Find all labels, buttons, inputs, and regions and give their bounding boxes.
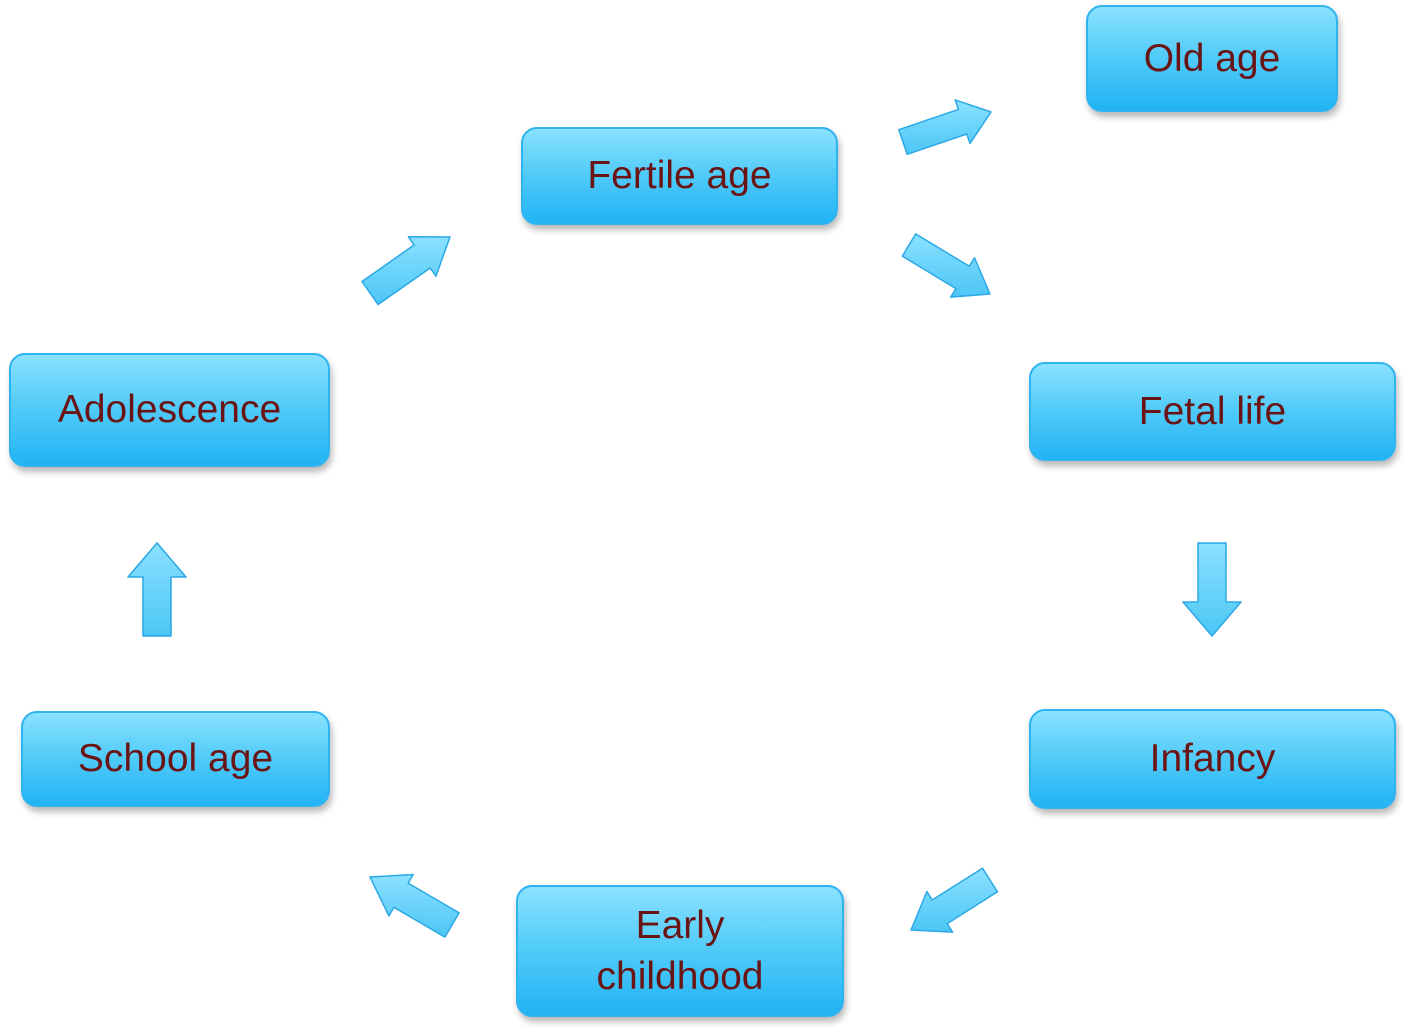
stage-label-school-age: School age bbox=[77, 737, 274, 781]
stage-box-school-age: School age bbox=[21, 711, 330, 807]
arrow-infancy-to-early-child bbox=[910, 867, 999, 933]
arrow-adolescence-to-fertile bbox=[361, 236, 451, 306]
arrow-fertile-to-fetal-life bbox=[901, 233, 991, 298]
stage-box-adolescence: Adolescence bbox=[9, 353, 330, 467]
stage-label-fetal-life: Fetal life bbox=[1138, 389, 1287, 433]
stage-box-infancy: Infancy bbox=[1029, 709, 1396, 809]
stage-label-infancy: Infancy bbox=[1149, 737, 1276, 781]
arrow-school-age-to-adolescence bbox=[127, 542, 187, 637]
stage-label-fertile-age: Fertile age bbox=[587, 154, 772, 198]
arrow-fertile-to-old-age bbox=[898, 99, 992, 156]
stage-label-old-age: Old age bbox=[1143, 36, 1281, 80]
arrow-fetal-life-to-infancy bbox=[1182, 542, 1242, 637]
stage-label-adolescence: Adolescence bbox=[57, 388, 282, 432]
stage-label-early-childhood: Early childhood bbox=[596, 903, 764, 998]
stage-box-old-age: Old age bbox=[1086, 5, 1338, 112]
stage-box-early-childhood: Early childhood bbox=[516, 885, 844, 1017]
stage-box-fertile-age: Fertile age bbox=[521, 127, 838, 225]
arrow-early-child-to-school-age bbox=[369, 873, 460, 938]
stage-box-fetal-life: Fetal life bbox=[1029, 362, 1396, 461]
